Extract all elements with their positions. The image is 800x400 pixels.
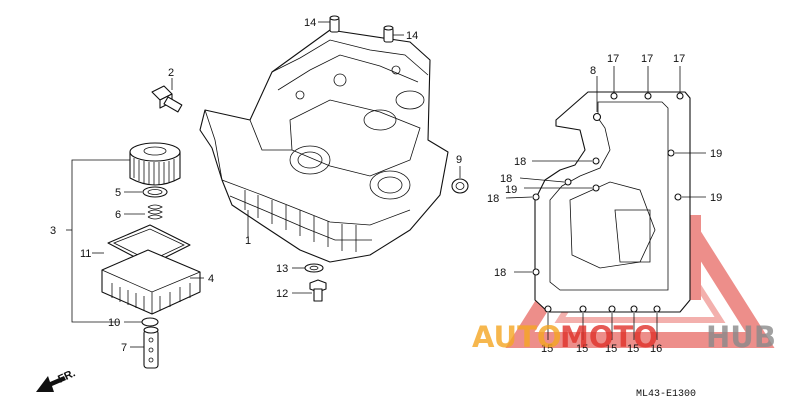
callout-17-a: 17 xyxy=(607,53,619,65)
drawing-code: ML43-E1300 xyxy=(636,389,696,400)
gasket-leader-lines xyxy=(505,66,706,340)
callout-17-b: 17 xyxy=(641,53,653,65)
callout-8: 8 xyxy=(590,65,596,77)
callout-15-b: 15 xyxy=(576,343,588,355)
o-ring-5 xyxy=(124,186,168,198)
callout-9: 9 xyxy=(456,154,462,166)
callout-16: 16 xyxy=(650,343,662,355)
oil-pan-gasket-outline xyxy=(534,91,691,313)
callout-14-right: 14 xyxy=(406,30,418,42)
drain-bolt-12 xyxy=(292,279,327,302)
callout-15-d: 15 xyxy=(627,343,639,355)
watermark-word-hub: HUB xyxy=(706,320,776,354)
callout-6: 6 xyxy=(115,209,121,221)
callout-3: 3 xyxy=(50,225,56,237)
dowel-pin-14-left xyxy=(318,15,340,33)
strainer-case-4 xyxy=(101,249,204,315)
callout-15-a: 15 xyxy=(541,343,553,355)
callout-14-left: 14 xyxy=(304,17,316,29)
callout-13: 13 xyxy=(276,263,288,275)
oil-filter-cartridge xyxy=(129,142,181,186)
gasket-bolt-holes xyxy=(532,92,684,313)
callout-2: 2 xyxy=(168,67,174,79)
callout-18-b: 18 xyxy=(500,173,512,185)
assembly-bracket xyxy=(66,159,130,323)
callout-18-c: 18 xyxy=(487,193,499,205)
callout-18-a: 18 xyxy=(514,156,526,168)
callout-15-c: 15 xyxy=(605,343,617,355)
callout-19-c: 19 xyxy=(710,192,722,204)
callout-11: 11 xyxy=(80,248,91,260)
callout-19-a: 19 xyxy=(505,184,517,196)
drain-bolt-2 xyxy=(151,78,183,113)
callout-18-d: 18 xyxy=(494,267,506,279)
spring-6 xyxy=(124,204,163,220)
callout-1: 1 xyxy=(245,235,251,247)
watermark-word-moto: MOTO xyxy=(560,320,658,354)
watermark-word-auto: AUTO xyxy=(472,320,562,354)
callout-17-c: 17 xyxy=(673,53,685,65)
oil-pipe-7 xyxy=(130,326,159,369)
callout-10: 10 xyxy=(108,317,120,329)
direction-label: FR. xyxy=(56,367,77,385)
callout-7: 7 xyxy=(121,342,127,354)
dowel-pin-14-right xyxy=(383,25,404,43)
washer-13 xyxy=(292,263,324,273)
front-direction-arrow xyxy=(36,376,66,392)
oil-pan-1 xyxy=(199,29,449,263)
o-ring-10 xyxy=(124,317,159,327)
oil-seal-9 xyxy=(451,166,469,194)
callout-5: 5 xyxy=(115,187,121,199)
callout-19-b: 19 xyxy=(710,148,722,160)
callout-4: 4 xyxy=(208,273,214,285)
watermark-brand-text: AUTO MOTO HUB xyxy=(472,320,776,354)
callout-12: 12 xyxy=(276,288,288,300)
